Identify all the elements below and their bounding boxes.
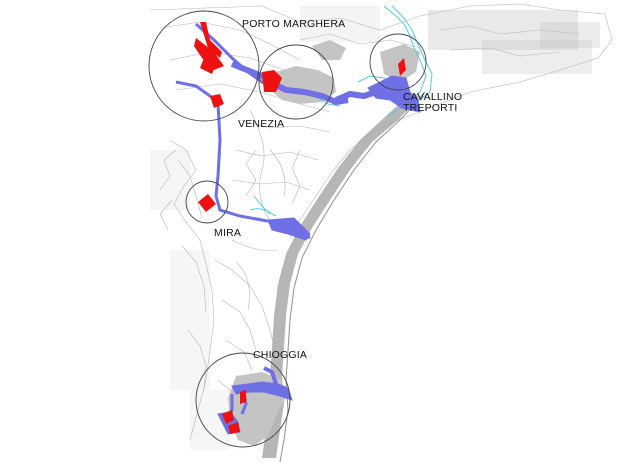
coastal-barrier-strip — [262, 94, 420, 458]
texture-dots — [150, 6, 600, 450]
circle-chioggia — [195, 352, 291, 448]
coast-line — [279, 91, 426, 463]
circle-cavallino — [369, 33, 427, 91]
site-mira — [198, 194, 216, 212]
site-chioggia-2 — [228, 422, 240, 434]
label-cavallino-line1: CAVALLINO — [403, 91, 462, 103]
circle-mira — [185, 180, 229, 224]
label-chioggia: CHIOGGIA — [253, 349, 307, 361]
site-chioggia-3 — [240, 390, 246, 404]
focus-circles — [148, 10, 427, 448]
site-chioggia-1 — [222, 410, 234, 424]
label-mira: MIRA — [214, 227, 241, 239]
site-porto-marghera-docks — [194, 38, 224, 70]
label-porto-marghera: PORTO MARGHERA — [242, 18, 345, 30]
label-venezia: VENEZIA — [238, 118, 284, 130]
site-cavallino — [398, 58, 406, 76]
industrial-sites — [194, 22, 406, 434]
site-porto-marghera-north — [200, 22, 222, 58]
label-cavallino-line2: TREPORTI — [403, 102, 458, 114]
site-venezia — [262, 70, 282, 92]
site-porto-marghera-basin — [200, 58, 216, 74]
place-labels: PORTO MARGHERA VENEZIA CAVALLINO TREPORT… — [214, 18, 462, 361]
mainland-network — [149, 3, 613, 441]
site-porto-marghera-south — [210, 94, 224, 108]
circle-venezia — [258, 44, 334, 120]
circle-porto-marghera — [148, 10, 260, 122]
